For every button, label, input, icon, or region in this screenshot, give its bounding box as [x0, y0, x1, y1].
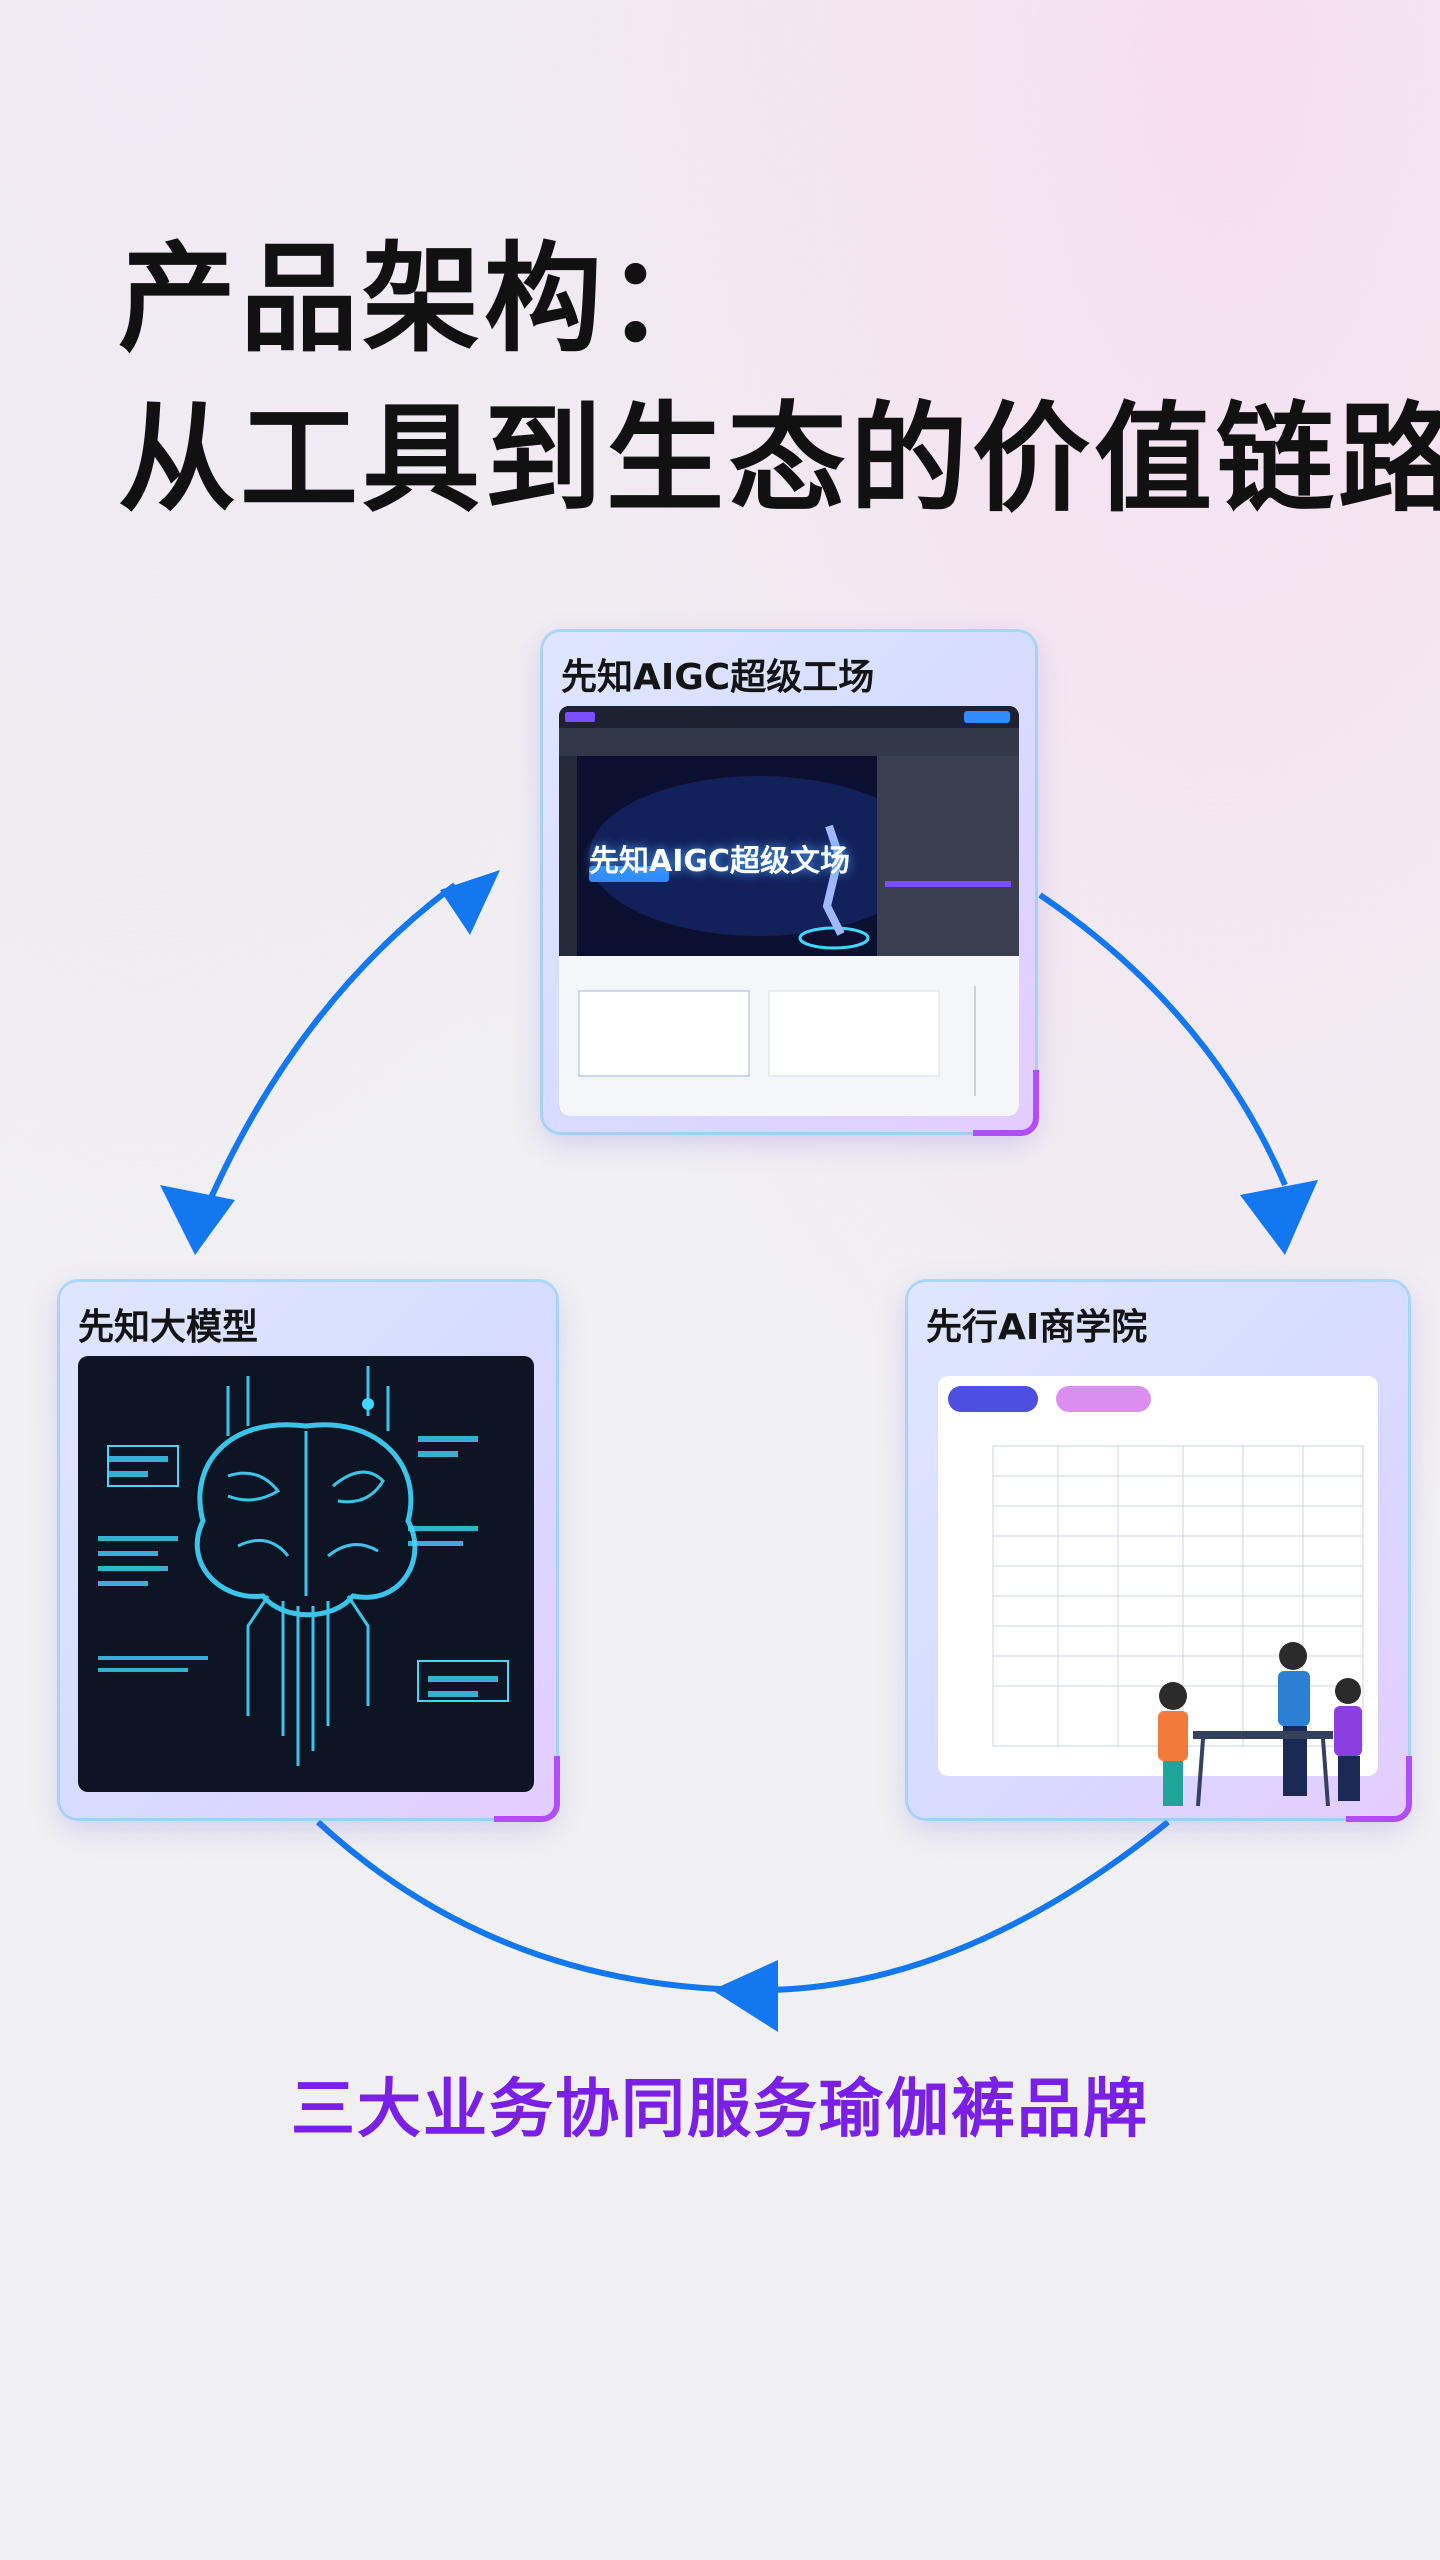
card-ai-business-school: 先行AI商学院 [908, 1282, 1408, 1818]
arrowhead-bottom [712, 1960, 778, 2032]
page-title-line-1: 产品架构： [118, 240, 728, 358]
brain-circuit-image [78, 1356, 534, 1792]
arrowhead-right [1240, 1180, 1318, 1255]
card-model-title: 先知大模型 [78, 1298, 258, 1350]
aigc-editor-graphic [559, 706, 1019, 1116]
footer-tagline: 三大业务协同服务瑜伽裤品牌 [0, 2058, 1440, 2150]
card-large-model: 先知大模型 [60, 1282, 556, 1818]
arrowhead-left-top [440, 870, 500, 935]
school-table-screenshot [938, 1376, 1378, 1776]
people-illustration [1158, 1642, 1362, 1806]
card-school-title: 先行AI商学院 [926, 1298, 1147, 1350]
card-aigc-title: 先知AIGC超级工场 [561, 648, 874, 700]
arc-bottom [318, 1822, 1168, 1990]
arrowhead-left-bottom [160, 1185, 235, 1255]
arc-right [1040, 895, 1285, 1185]
school-table-graphic [938, 1376, 1418, 1816]
page-title-line-2: 从工具到生态的价值链路 [118, 400, 1440, 518]
card-aigc-factory: 先知AIGC超级工场 先知AIGC超级文场 [543, 632, 1035, 1132]
arc-left [210, 885, 455, 1200]
brain-icon [78, 1356, 534, 1792]
aigc-hero-text: 先知AIGC超级文场 [589, 836, 850, 880]
aigc-editor-screenshot: 先知AIGC超级文场 [559, 706, 1019, 1116]
